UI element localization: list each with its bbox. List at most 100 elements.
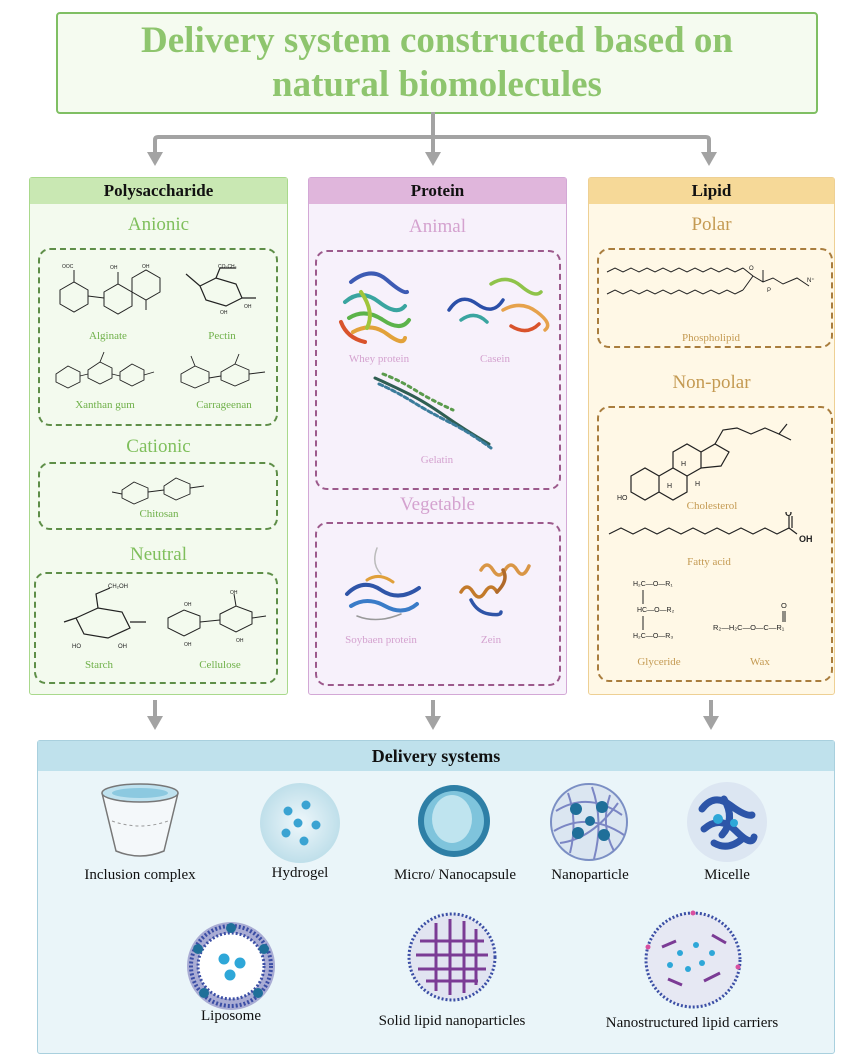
svg-text:OH: OH	[118, 644, 127, 650]
svg-text:CO₂CH₃: CO₂CH₃	[218, 264, 237, 270]
pectin-structure: CO₂CH₃ OH OH	[185, 264, 256, 314]
label-micro-nanocapsule: Micro/ Nanocapsule	[393, 867, 517, 883]
svg-text:OH: OH	[142, 264, 150, 270]
svg-text:OH: OH	[230, 590, 238, 596]
cup-icon	[101, 783, 179, 857]
label-cellulose: Cellulose	[199, 659, 241, 671]
protein-header: Protein	[309, 178, 566, 204]
cellulose-structure: OH OH OH OH	[167, 590, 267, 648]
label-liposome: Liposome	[201, 1008, 261, 1024]
vegetable-box	[315, 522, 561, 686]
animal-title: Animal	[409, 216, 466, 237]
phospholipid-structure: P N⁺ O	[606, 266, 815, 295]
bottom-connector-arrows	[147, 700, 719, 730]
title-line-1: Delivery system constructed based on	[141, 20, 733, 61]
cationic-box	[38, 462, 278, 530]
xanthan-gum-structure	[55, 351, 155, 389]
label-phospholipid: Phospholipid	[681, 332, 741, 344]
top-connector-arrows	[147, 112, 717, 166]
label-pectin: Pectin	[208, 330, 236, 342]
alginate-structure: OOC OH OH	[59, 264, 161, 315]
title-line-2: natural biomolecules	[272, 64, 602, 105]
carrageenan-structure	[180, 353, 266, 389]
svg-text:OOC: OOC	[62, 264, 74, 270]
soybean-protein-structure	[345, 547, 421, 621]
chitosan-structure	[112, 477, 205, 505]
wax-structure: R₂—H₂C—O—C—R₁ O	[713, 601, 787, 632]
svg-text:H: H	[695, 481, 700, 488]
label-gelatin: Gelatin	[420, 454, 454, 466]
svg-text:O: O	[785, 512, 792, 518]
svg-text:H: H	[667, 483, 672, 490]
arrow-down-icon	[425, 152, 441, 166]
svg-text:OH: OH	[236, 638, 244, 644]
zein-structure	[459, 563, 531, 617]
hydrogel-icon	[260, 783, 340, 863]
lipid-header: Lipid	[589, 178, 834, 204]
svg-text:H₂C—O—R₁: H₂C—O—R₁	[633, 581, 673, 588]
label-cholesterol: Cholesterol	[686, 500, 738, 512]
svg-text:OH: OH	[244, 304, 252, 310]
svg-text:OH: OH	[110, 265, 118, 271]
label-wax: Wax	[750, 656, 770, 668]
delivery-systems-panel: Delivery systems Inclusion complex Hydro…	[37, 740, 835, 1054]
arrow-down-icon	[147, 152, 163, 166]
whey-protein-structure	[339, 271, 411, 344]
polar-box	[597, 248, 833, 348]
label-inclusion-complex: Inclusion complex	[84, 867, 196, 883]
micelle-icon	[687, 782, 767, 862]
label-carrageenan: Carrageenan	[196, 399, 252, 411]
svg-text:H₂C—O—R₃: H₂C—O—R₃	[633, 633, 673, 640]
cationic-title: Cationic	[126, 436, 191, 457]
svg-text:O: O	[781, 601, 787, 610]
svg-text:OH: OH	[184, 602, 192, 608]
label-glyceride: Glyceride	[637, 656, 681, 668]
vegetable-title: Vegetable	[400, 494, 475, 515]
svg-text:HO: HO	[617, 495, 628, 502]
svg-text:OH: OH	[220, 310, 228, 314]
casein-structure	[447, 277, 550, 333]
animal-box	[315, 250, 561, 490]
anionic-title: Anionic	[127, 214, 190, 235]
anionic-box	[38, 248, 278, 426]
delivery-systems-header: Delivery systems	[38, 741, 834, 771]
liposome-icon	[187, 922, 275, 1010]
title-box: Delivery system constructed based on nat…	[56, 12, 818, 114]
svg-text:CH₂OH: CH₂OH	[108, 584, 128, 590]
glyceride-structure: H₂C—O—R₁ HC—O—R₂ H₂C—O—R₃	[633, 581, 675, 640]
svg-text:H: H	[681, 461, 686, 468]
nlc-icon	[644, 910, 742, 1009]
label-fatty-acid: Fatty acid	[687, 556, 731, 568]
arrow-down-icon	[425, 716, 441, 730]
nanoparticle-icon	[550, 783, 628, 861]
polar-title: Polar	[691, 214, 732, 235]
polysaccharide-header: Polysaccharide	[30, 178, 287, 204]
neutral-box	[34, 572, 278, 684]
label-whey-protein: Whey protein	[348, 353, 410, 365]
neutral-title: Neutral	[130, 544, 187, 565]
cholesterol-structure: HO H H H	[617, 423, 792, 502]
label-solid-lipid-nanoparticles: Solid lipid nanoparticles	[378, 1013, 526, 1029]
svg-text:R₂—H₂C—O—C—R₁: R₂—H₂C—O—C—R₁	[713, 623, 785, 632]
label-alginate: Alginate	[89, 330, 127, 342]
svg-text:OH: OH	[184, 642, 192, 648]
label-nanoparticle: Nanoparticle	[551, 867, 629, 883]
label-zein: Zein	[480, 634, 502, 646]
label-soybean-protein: Soybaen protein	[345, 634, 417, 646]
sln-icon	[407, 912, 497, 1002]
svg-text:OH: OH	[799, 534, 813, 544]
svg-text:N⁺: N⁺	[807, 277, 815, 284]
svg-text:P: P	[767, 288, 771, 294]
svg-text:O: O	[749, 266, 754, 272]
fatty-acid-structure: O OH	[608, 512, 813, 544]
label-chitosan: Chitosan	[139, 508, 179, 520]
arrow-down-icon	[701, 152, 717, 166]
nonpolar-title: Non-polar	[672, 372, 751, 393]
arrow-down-icon	[703, 716, 719, 730]
label-hydrogel: Hydrogel	[271, 865, 329, 881]
label-starch: Starch	[84, 659, 114, 671]
nonpolar-box	[597, 406, 833, 682]
